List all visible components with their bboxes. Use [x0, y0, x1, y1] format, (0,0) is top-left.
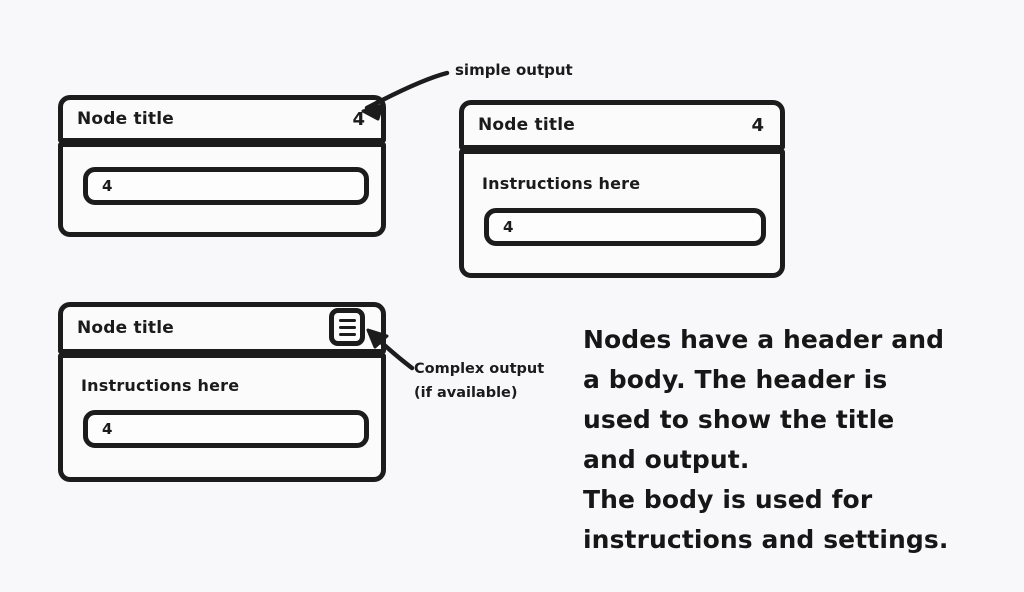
- description-line-4: and output.: [583, 445, 750, 474]
- node-card-complex[interactable]: Node title Instructions here 4: [58, 302, 386, 482]
- node-card-simple[interactable]: Node title 4 4: [58, 95, 386, 237]
- description-line-3: used to show the title: [583, 405, 895, 434]
- node-body: 4: [58, 142, 386, 237]
- node-header: Node title 4: [58, 95, 386, 143]
- description-line-1: Nodes have a header and: [583, 325, 945, 354]
- hamburger-bar-1: [338, 318, 356, 322]
- node-input-field[interactable]: 4: [484, 208, 766, 246]
- hamburger-bar-2: [338, 325, 356, 329]
- node-input-field[interactable]: 4: [83, 167, 369, 205]
- description-line-2: a body. The header is: [583, 365, 888, 394]
- node-body: Instructions here 4: [459, 149, 785, 278]
- node-output-value: 4: [751, 114, 764, 136]
- node-output-value: 4: [352, 108, 365, 130]
- annotation-complex-output-line1: Complex output: [414, 361, 545, 377]
- node-input-value: 4: [102, 177, 113, 195]
- annotation-complex-output-line2: (if available): [414, 385, 518, 401]
- node-input-value: 4: [102, 420, 113, 438]
- annotation-simple-output: simple output: [455, 61, 573, 79]
- node-title: Node title: [478, 115, 575, 135]
- node-title: Node title: [77, 109, 174, 129]
- node-input-field[interactable]: 4: [83, 410, 369, 448]
- node-instructions-label: Instructions here: [81, 376, 240, 395]
- node-title: Node title: [77, 318, 174, 338]
- description-line-5: The body is used for: [583, 485, 873, 514]
- node-input-value: 4: [503, 218, 514, 236]
- node-instructions-label: Instructions here: [482, 174, 641, 193]
- description-paragraph: Nodes have a header and a body. The head…: [583, 320, 1003, 560]
- node-card-with-instructions[interactable]: Node title 4 Instructions here 4: [459, 100, 785, 278]
- node-header: Node title 4: [459, 100, 785, 150]
- hamburger-bar-3: [338, 332, 356, 336]
- description-line-6: instructions and settings.: [583, 525, 949, 554]
- node-body: Instructions here 4: [58, 353, 386, 482]
- hamburger-icon[interactable]: [329, 308, 365, 346]
